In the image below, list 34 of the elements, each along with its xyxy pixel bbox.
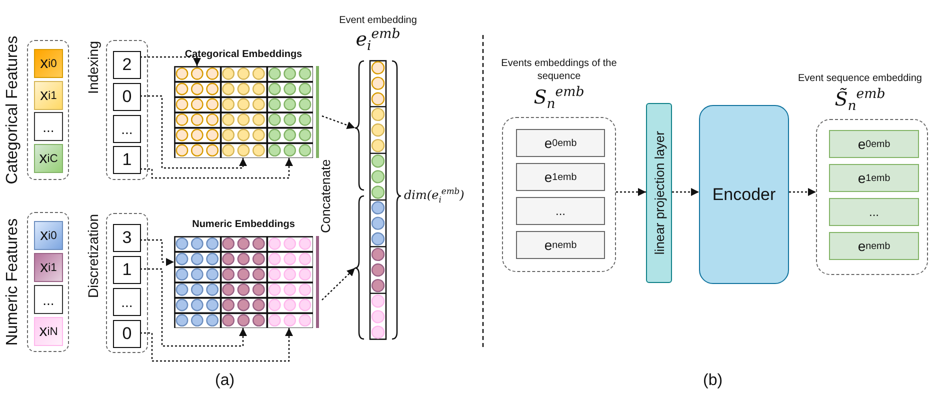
index-box: 1 [113, 146, 141, 174]
feature-box: ... [34, 112, 63, 141]
arrow [140, 268, 247, 347]
arrow [789, 188, 816, 196]
group-label: Numeric Features [4, 218, 22, 346]
concat-label: Concatenate [318, 158, 333, 235]
index-box: 0 [113, 83, 141, 111]
heading-label: Events embeddings of the sequence [500, 58, 618, 84]
table-title: Numeric Embeddings [192, 219, 295, 230]
index-box: 1 [113, 256, 141, 284]
encoder-box: Encoder [699, 105, 789, 284]
arrow [322, 268, 356, 300]
embedding-box: ... [516, 197, 605, 225]
index-box: 2 [113, 51, 141, 79]
group-label: Discretization [85, 214, 101, 298]
index-box: 0 [113, 320, 141, 348]
arrow [672, 188, 699, 196]
dimension-formula: dim(e$_{i}$$^{emb}$) [404, 186, 464, 204]
heading-label: Event embedding [339, 14, 417, 28]
index-box: 3 [113, 224, 141, 252]
arrow [616, 188, 646, 196]
arrow [322, 115, 356, 130]
group-label: Indexing [85, 41, 101, 94]
table-title: Categorical Embeddings [184, 49, 302, 60]
panel-label: (b) [703, 372, 723, 390]
heading-label: Event sequence embedding [798, 72, 922, 86]
feature-box: ... [34, 285, 63, 314]
panel-label: (a) [215, 372, 235, 390]
index-box: ... [113, 288, 141, 316]
group-label: Categorical Features [4, 36, 22, 184]
layer-box: linear projection layer [646, 103, 672, 283]
arrow [140, 328, 293, 362]
embedding-box: ... [829, 198, 919, 226]
index-box: ... [113, 115, 141, 143]
